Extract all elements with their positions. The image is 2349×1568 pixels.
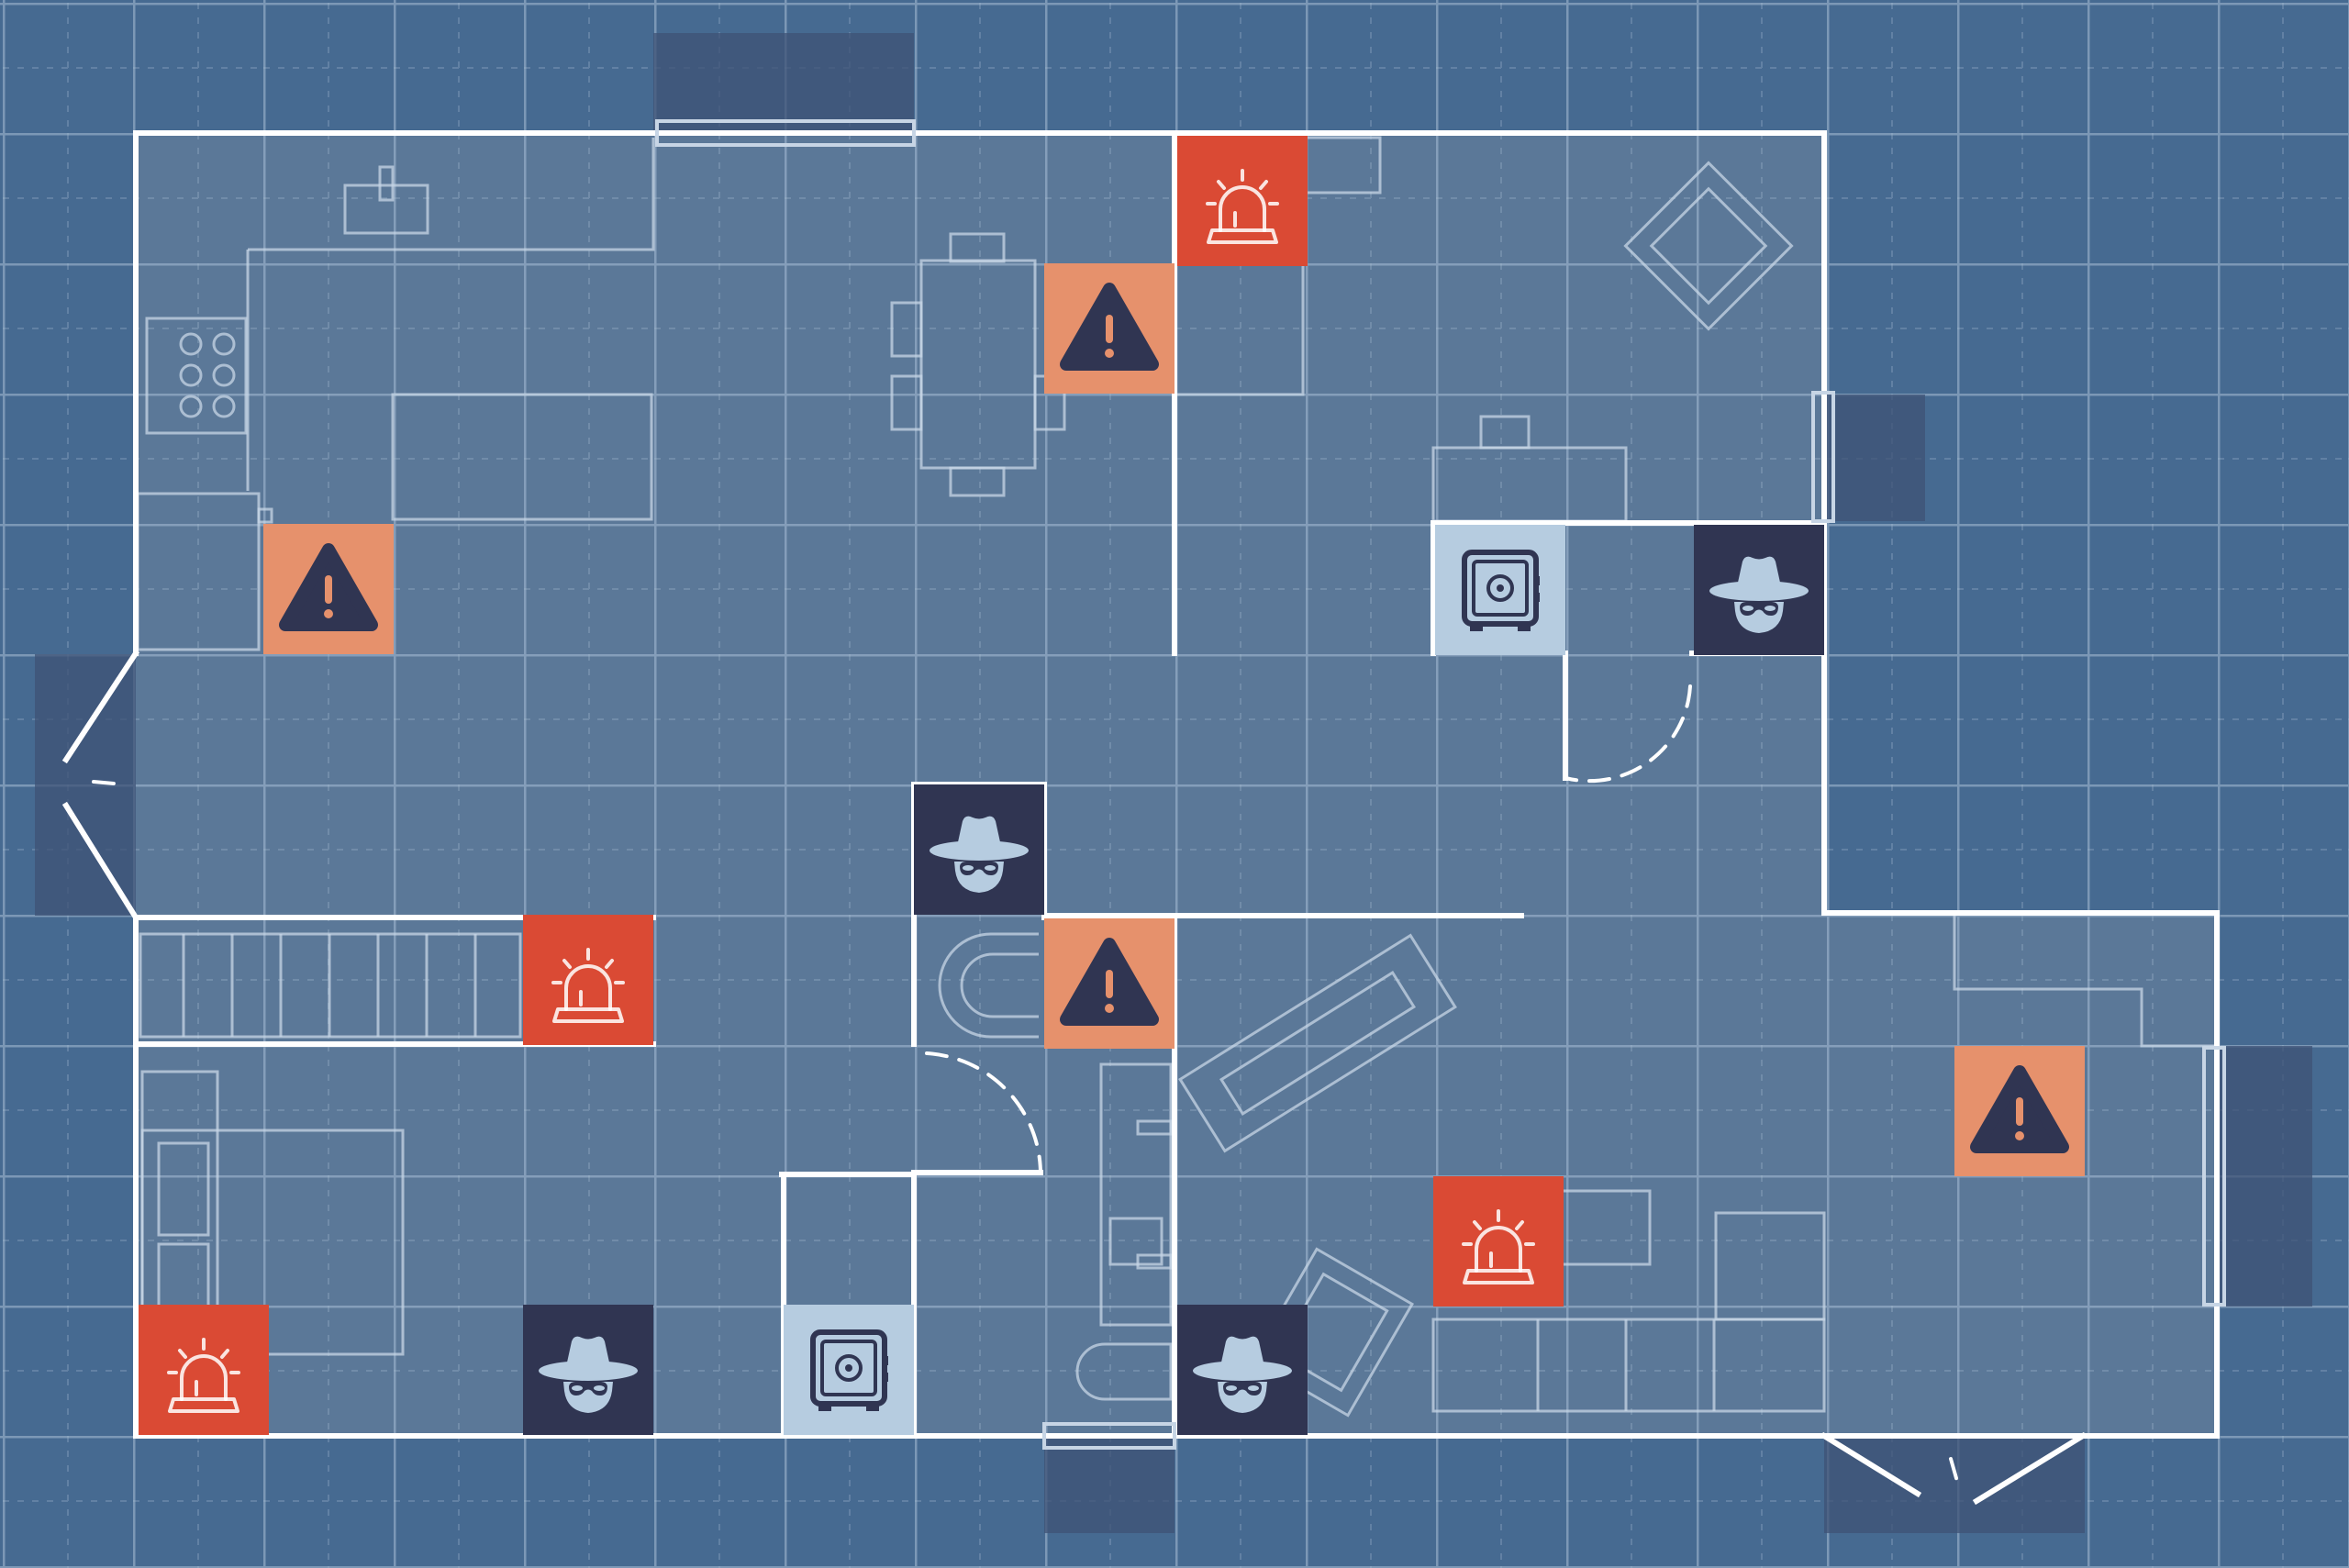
warning-icon <box>1060 283 1159 371</box>
alarm-tile[interactable]: Alarm <box>523 915 653 1045</box>
alarm-tile[interactable]: Alarm <box>139 1305 269 1435</box>
siren-icon <box>167 1338 240 1413</box>
hazard-tile[interactable]: Hazard <box>1044 918 1174 1049</box>
warning-icon <box>1060 938 1159 1026</box>
thief-icon <box>1709 556 1809 633</box>
siren-icon <box>551 948 625 1023</box>
outside-shade-zones <box>35 33 2312 1533</box>
hazard-tile[interactable]: Hazard <box>1954 1046 2085 1176</box>
siren-icon <box>1206 169 1279 244</box>
thief-icon <box>539 1336 638 1413</box>
alarm-tile[interactable]: Alarm <box>1433 1176 1564 1307</box>
thief-icon <box>930 816 1029 893</box>
hazard-tile[interactable]: Hazard <box>263 524 394 654</box>
door-swings <box>92 684 1960 1486</box>
hazard-tile[interactable]: Hazard <box>1044 263 1174 394</box>
thief-tile[interactable]: Thief <box>1694 525 1824 655</box>
safe-tile[interactable]: Safe <box>1435 525 1565 655</box>
thief-icon <box>1193 1336 1292 1413</box>
warning-icon <box>1970 1065 2069 1153</box>
thief-tile[interactable]: Thief <box>914 784 1044 915</box>
alarm-tile[interactable]: Alarm <box>1177 136 1308 266</box>
warning-icon <box>279 543 378 631</box>
safe-icon <box>1462 550 1540 631</box>
safe-icon <box>810 1329 888 1411</box>
siren-icon <box>1462 1209 1535 1284</box>
thief-tile[interactable]: Thief <box>1177 1305 1308 1435</box>
thief-tile[interactable]: Thief <box>523 1305 653 1435</box>
safe-tile[interactable]: Safe <box>784 1305 914 1435</box>
furniture <box>136 136 2217 1418</box>
windows <box>655 119 2226 1450</box>
